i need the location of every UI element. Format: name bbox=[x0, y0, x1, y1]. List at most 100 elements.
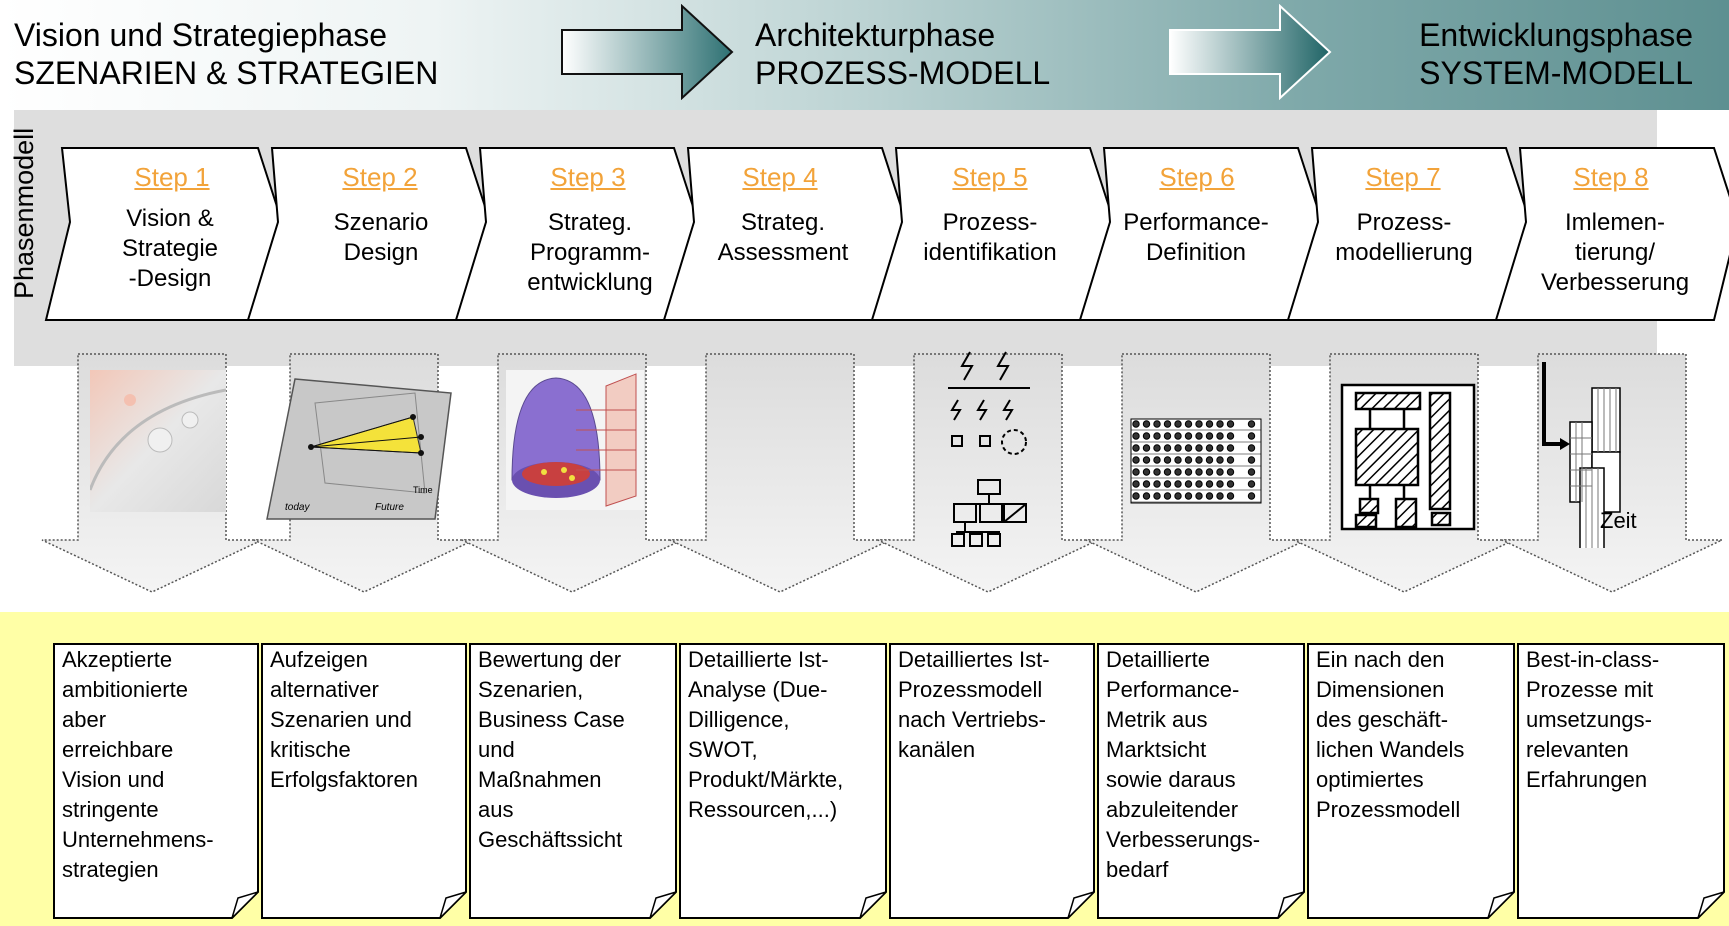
matrix-dot bbox=[1163, 456, 1172, 464]
matrix-dot bbox=[1226, 456, 1235, 464]
matrix-dot bbox=[1205, 432, 1214, 440]
step-2-label[interactable]: Step 2 bbox=[342, 162, 418, 192]
process-hierarchy-icon bbox=[948, 351, 1030, 547]
step-5-name: Prozess- identifikation bbox=[923, 209, 1057, 266]
matrix-dot bbox=[1142, 468, 1151, 476]
step-4-label[interactable]: Step 4 bbox=[742, 162, 818, 192]
matrix-dot bbox=[1174, 492, 1182, 500]
matrix-dot bbox=[1195, 492, 1203, 500]
phase-1-line1: Vision und Strategiephase bbox=[14, 17, 388, 53]
matrix-dot bbox=[1153, 468, 1161, 476]
matrix-dot bbox=[1216, 432, 1224, 440]
matrix-dot bbox=[1226, 444, 1235, 452]
step-1-name: Vision & Strategie -Design bbox=[121, 205, 219, 292]
step-chevrons bbox=[44, 147, 1729, 321]
matrix-dot bbox=[1132, 480, 1140, 488]
matrix-dot bbox=[1174, 420, 1182, 428]
matrix-dot bbox=[1195, 480, 1203, 488]
result-text-8: Best-in-class- Prozesse mit umsetzungs- … bbox=[1526, 647, 1660, 792]
matrix-dot bbox=[1247, 444, 1256, 452]
process-model-icon bbox=[1340, 383, 1476, 531]
matrix-dot bbox=[1226, 432, 1235, 440]
phase-banner bbox=[0, 0, 1729, 110]
phase-2-title: Architekturphase PROZESS-MODELL bbox=[755, 16, 1050, 92]
matrix-dot bbox=[1195, 468, 1203, 476]
result-text-3: Bewertung der Szenarien, Business Case u… bbox=[478, 647, 625, 852]
matrix-dot bbox=[1184, 456, 1193, 464]
matrix-dot bbox=[1132, 444, 1140, 452]
phase-arrow-1 bbox=[561, 4, 734, 100]
matrix-dot bbox=[1153, 480, 1161, 488]
zeit-text: Zeit bbox=[1600, 508, 1637, 533]
step-3-name: Strateg. Programm- entwicklung bbox=[527, 209, 653, 296]
step-6-label[interactable]: Step 6 bbox=[1159, 162, 1235, 192]
matrix-dot bbox=[1184, 444, 1193, 452]
matrix-dot bbox=[1205, 480, 1214, 488]
matrix-dot bbox=[1205, 456, 1214, 464]
result-text-1: Akzeptierte ambitionierte aber erreichba… bbox=[62, 647, 214, 882]
step-4-name: Strateg. Assessment bbox=[717, 209, 849, 266]
result-text-4: Detaillierte Ist- Analyse (Due- Dilligen… bbox=[688, 647, 844, 822]
matrix-dot bbox=[1142, 492, 1151, 500]
phase-arrow-2 bbox=[1169, 4, 1332, 100]
matrix-dot bbox=[1195, 456, 1203, 464]
matrix-dot bbox=[1184, 480, 1193, 488]
matrix-dot bbox=[1247, 420, 1256, 428]
matrix-dot bbox=[1174, 432, 1182, 440]
matrix-dot bbox=[1205, 468, 1214, 476]
matrix-dot bbox=[1247, 492, 1256, 500]
phase-1-line2: SZENARIEN & STRATEGIEN bbox=[14, 55, 439, 91]
matrix-dot bbox=[1216, 456, 1224, 464]
result-text-6: Detaillierte Performance- Metrik aus Mar… bbox=[1106, 647, 1261, 882]
matrix-dot bbox=[1163, 444, 1172, 452]
phase-3-title: Entwicklungsphase SYSTEM-MODELL bbox=[1373, 16, 1693, 92]
matrix-dot bbox=[1205, 492, 1214, 500]
matrix-dot bbox=[1205, 444, 1214, 452]
matrix-dot bbox=[1247, 480, 1256, 488]
step-1-label[interactable]: Step 1 bbox=[134, 162, 210, 192]
implementation-icon: Zeit bbox=[1542, 362, 1637, 548]
matrix-dot bbox=[1132, 420, 1140, 428]
matrix-dot bbox=[1174, 480, 1182, 488]
phase-1-title: Vision und Strategiephase SZENARIEN & ST… bbox=[14, 16, 438, 92]
matrix-dot bbox=[1195, 432, 1203, 440]
matrix-dot bbox=[1216, 420, 1224, 428]
vision-image bbox=[90, 370, 226, 512]
matrix-dot bbox=[1195, 444, 1203, 452]
matrix-dot bbox=[1247, 432, 1256, 440]
step-2-name: Szenario Design bbox=[333, 209, 429, 266]
step-7-label[interactable]: Step 7 bbox=[1365, 162, 1441, 192]
matrix-dot bbox=[1247, 456, 1256, 464]
phase-3-line2: SYSTEM-MODELL bbox=[1419, 55, 1693, 91]
step-6-name: Performance- Definition bbox=[1123, 209, 1269, 266]
matrix-dot bbox=[1153, 420, 1161, 428]
matrix-dot bbox=[1132, 432, 1140, 440]
matrix-dot bbox=[1195, 420, 1203, 428]
matrix-dot bbox=[1142, 444, 1151, 452]
chevron-step-8 bbox=[1494, 147, 1729, 321]
scenario-future-text: Future bbox=[375, 502, 404, 513]
matrix-dot bbox=[1142, 420, 1151, 428]
matrix-dot bbox=[1153, 492, 1161, 500]
matrix-dot bbox=[1132, 492, 1140, 500]
phase-2-line1: Architekturphase bbox=[755, 17, 996, 53]
performance-matrix-icon bbox=[1130, 418, 1262, 504]
down-arrow-5 bbox=[877, 353, 1099, 593]
matrix-dot bbox=[1153, 456, 1161, 464]
step-8-label[interactable]: Step 8 bbox=[1573, 162, 1649, 192]
matrix-dot bbox=[1184, 492, 1193, 500]
result-cards bbox=[53, 643, 1725, 919]
matrix-dot bbox=[1184, 468, 1193, 476]
scenario-today-text: today bbox=[285, 502, 310, 513]
scenario-funnel-image: today Future Time bbox=[266, 378, 452, 520]
matrix-dot bbox=[1247, 468, 1256, 476]
matrix-dot bbox=[1163, 468, 1172, 476]
matrix-dot bbox=[1226, 492, 1235, 500]
matrix-dot bbox=[1153, 432, 1161, 440]
matrix-dot bbox=[1163, 492, 1172, 500]
matrix-dot bbox=[1142, 480, 1151, 488]
step-3-label[interactable]: Step 3 bbox=[550, 162, 626, 192]
matrix-dot bbox=[1226, 420, 1235, 428]
matrix-dot bbox=[1205, 420, 1214, 428]
step-5-label[interactable]: Step 5 bbox=[952, 162, 1028, 192]
